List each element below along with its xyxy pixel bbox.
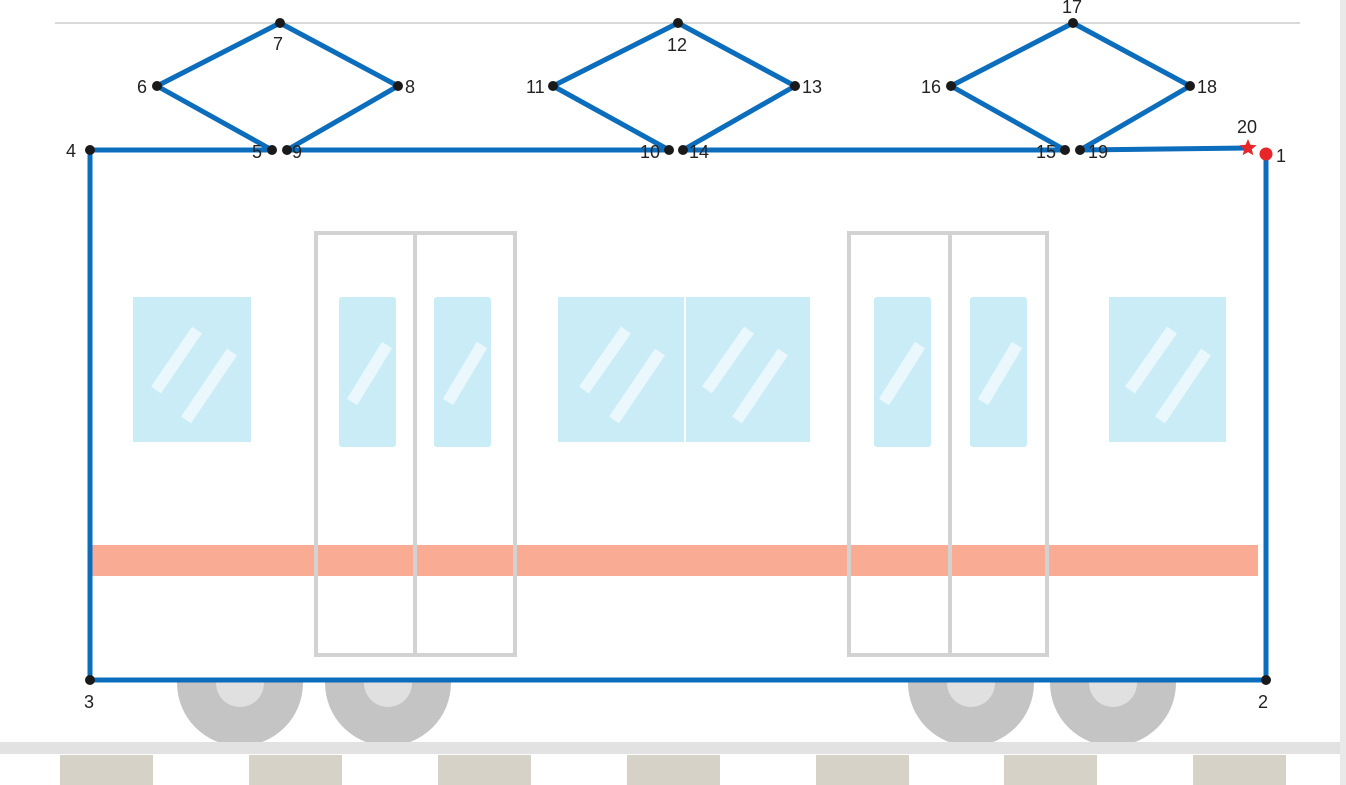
windows xyxy=(133,297,1226,447)
dot[interactable] xyxy=(267,145,277,155)
dot-number-label: 15 xyxy=(1036,142,1056,162)
dot-number-label: 10 xyxy=(640,142,660,162)
dot-number-label: 11 xyxy=(526,77,545,97)
dot-number-label: 6 xyxy=(137,77,147,97)
dot[interactable] xyxy=(673,18,683,28)
dot[interactable] xyxy=(85,675,95,685)
dot[interactable] xyxy=(282,145,292,155)
dot-number-label: 1 xyxy=(1276,146,1286,166)
dot-number-label: 8 xyxy=(405,77,415,97)
window xyxy=(1109,297,1226,442)
dot-number-label: 14 xyxy=(689,142,709,162)
dot[interactable] xyxy=(790,81,800,91)
dot-number-label: 16 xyxy=(921,77,941,97)
connecting-path xyxy=(87,20,1269,683)
dot[interactable] xyxy=(678,145,688,155)
dot[interactable] xyxy=(1261,675,1271,685)
start-dot[interactable] xyxy=(1259,147,1273,161)
window xyxy=(686,297,810,442)
page-scroll-edge xyxy=(1340,0,1346,785)
doors xyxy=(314,231,1049,657)
dot-number-label: 5 xyxy=(252,142,262,162)
dot[interactable] xyxy=(393,81,403,91)
rail xyxy=(0,742,1340,754)
dot-number-label: 4 xyxy=(66,141,76,161)
dot-number-label: 9 xyxy=(292,142,302,162)
dot-number-label: 18 xyxy=(1197,77,1217,97)
dot[interactable] xyxy=(548,81,558,91)
dot-number-label: 12 xyxy=(667,35,687,55)
body-stripe xyxy=(92,545,1258,576)
dot-number-label: 20 xyxy=(1237,117,1257,137)
dot[interactable] xyxy=(1068,18,1078,28)
dot[interactable] xyxy=(152,81,162,91)
dot[interactable] xyxy=(1185,81,1195,91)
dot-number-label: 2 xyxy=(1258,692,1268,712)
sleepers xyxy=(60,755,1286,785)
dot-number-label: 3 xyxy=(84,692,94,712)
dot[interactable] xyxy=(664,145,674,155)
dot[interactable] xyxy=(85,145,95,155)
dot[interactable] xyxy=(1075,145,1085,155)
dot-number-label: 13 xyxy=(802,77,822,97)
dot[interactable] xyxy=(946,81,956,91)
window-glints xyxy=(151,326,1211,424)
dot-number-label: 19 xyxy=(1088,142,1108,162)
end-star-dot[interactable] xyxy=(1239,139,1257,156)
dot[interactable] xyxy=(275,18,285,28)
dot[interactable] xyxy=(1060,145,1070,155)
dot-number-label: 7 xyxy=(273,34,283,54)
dot-number-label: 17 xyxy=(1062,0,1082,17)
